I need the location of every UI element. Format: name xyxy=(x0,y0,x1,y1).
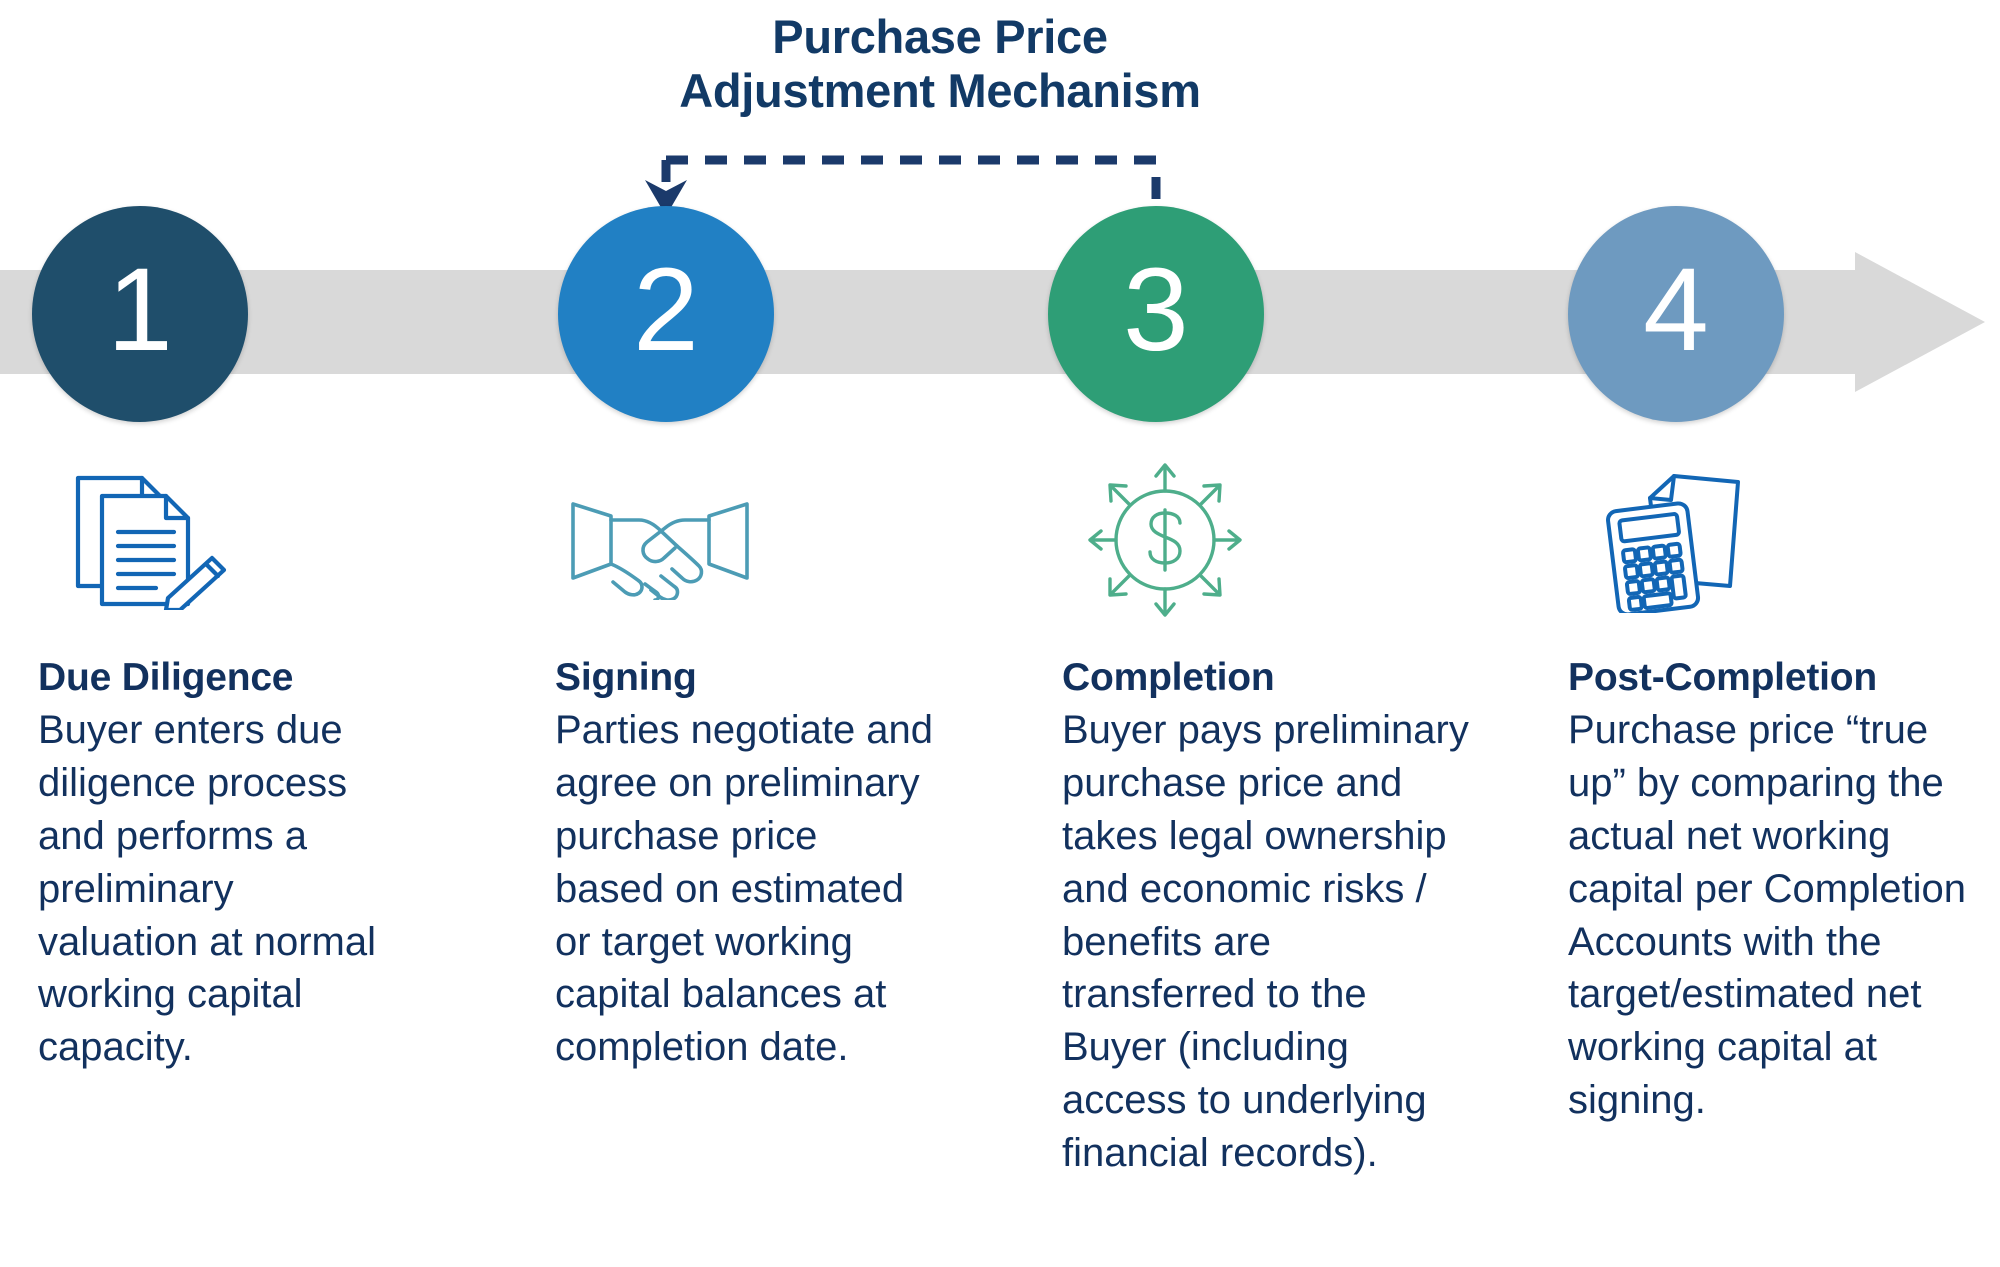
step-body-2: Parties negotiate and agree on prelimina… xyxy=(555,708,934,1070)
step-number-2: 2 xyxy=(633,244,699,376)
dollar-circle-arrows-icon xyxy=(1065,463,1265,617)
step-heading-2: Signing xyxy=(555,656,697,699)
step-circle-1[interactable]: 1 xyxy=(32,206,248,422)
diagram-title: Purchase Price Adjustment Mechanism xyxy=(660,10,1220,118)
step-number-4: 4 xyxy=(1643,244,1709,376)
step-text-2: Signing Parties negotiate and agree on p… xyxy=(555,652,937,1074)
title-line-1: Purchase Price xyxy=(772,10,1108,63)
documents-pen-icon xyxy=(48,470,248,610)
step-circle-2[interactable]: 2 xyxy=(558,206,774,422)
step-circle-4[interactable]: 4 xyxy=(1568,206,1784,422)
step-number-3: 3 xyxy=(1123,244,1189,376)
timeline-arrow xyxy=(0,252,1985,392)
handshake-icon xyxy=(560,470,760,610)
step-body-1: Buyer enters due diligence process and p… xyxy=(38,708,376,1070)
step-text-1: Due Diligence Buyer enters due diligence… xyxy=(38,652,393,1074)
step-body-4: Purchase price “true up” by comparing th… xyxy=(1568,708,1966,1123)
step-text-4: Post-Completion Purchase price “true up”… xyxy=(1568,652,1978,1127)
step-circle-3[interactable]: 3 xyxy=(1048,206,1264,422)
step-body-3: Buyer pays preliminary purchase price an… xyxy=(1062,708,1469,1175)
step-heading-4: Post-Completion xyxy=(1568,656,1877,699)
title-line-2: Adjustment Mechanism xyxy=(679,64,1201,118)
step-text-3: Completion Buyer pays preliminary purcha… xyxy=(1062,652,1472,1180)
calculator-document-icon xyxy=(1585,470,1785,613)
step-heading-1: Due Diligence xyxy=(38,656,294,699)
step-heading-3: Completion xyxy=(1062,656,1275,699)
step-number-1: 1 xyxy=(107,244,173,376)
